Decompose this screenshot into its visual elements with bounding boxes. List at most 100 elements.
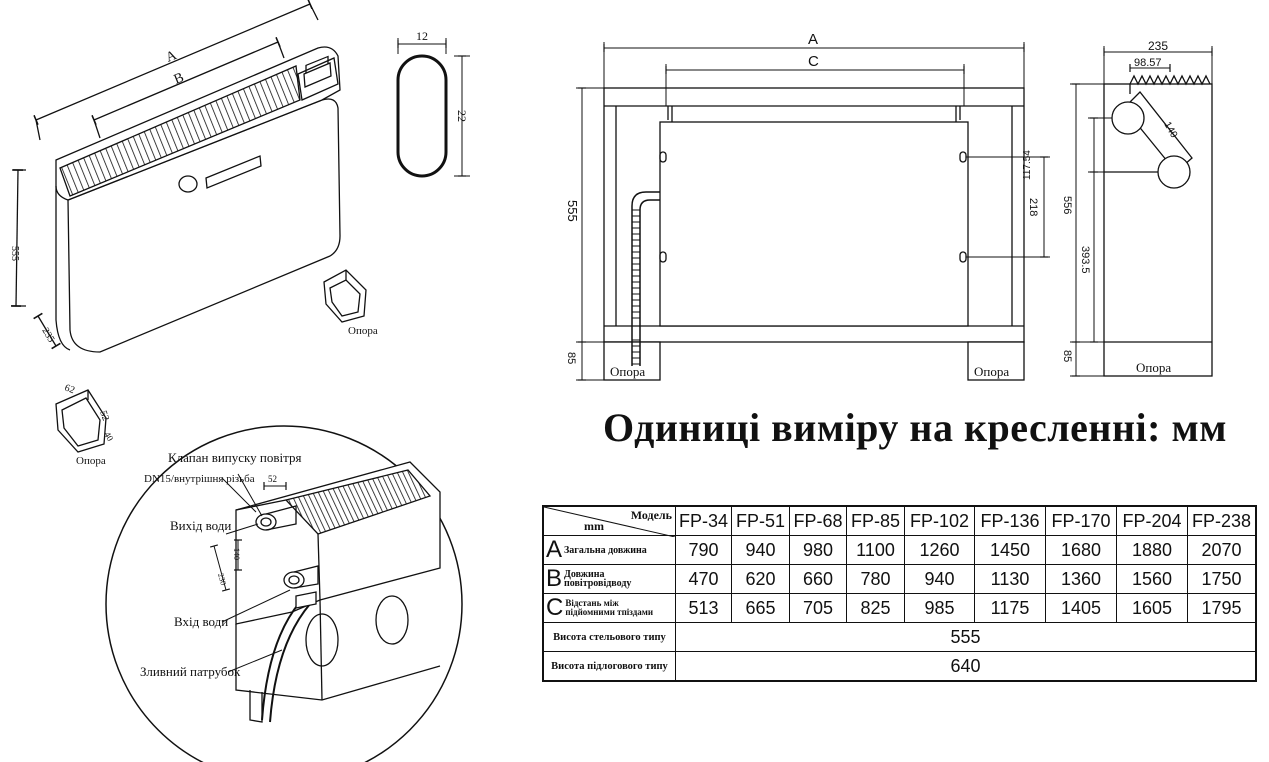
side-support-label: Опора <box>1136 360 1171 375</box>
model-col: FP-34 <box>675 505 732 536</box>
table-cell: 665 <box>731 593 790 623</box>
row-letter: B <box>546 565 563 592</box>
side-dim-lower: 393.5 <box>1079 246 1091 274</box>
table-cell: 1130 <box>974 564 1046 594</box>
front-dim-c: C <box>808 53 819 70</box>
front-dim-hole: 218 <box>1027 198 1039 216</box>
front-dim-foot: 85 <box>565 352 577 364</box>
grommet-width: 12 <box>416 29 428 43</box>
front-support-right: Опора <box>974 364 1009 379</box>
detail-thread: DN15/внутрішня різьба <box>144 473 255 485</box>
front-support-left: Опора <box>610 364 645 379</box>
support-dim-w: 62 <box>63 382 76 396</box>
table-cell: 985 <box>904 593 975 623</box>
support-dim-h: 52 <box>97 409 111 422</box>
table-cell: 1175 <box>974 593 1046 623</box>
model-col: FP-85 <box>846 505 905 536</box>
ceiling-height-label: Висота стельового типу <box>542 622 676 652</box>
table-cell: 1360 <box>1045 564 1117 594</box>
detail-air-valve: Клапан випуску повітря <box>168 450 301 465</box>
table-cell: 705 <box>789 593 847 623</box>
row-label: Довжина повітровідводу <box>564 569 632 589</box>
ceiling-height-value: 555 <box>675 622 1257 652</box>
model-col: FP-68 <box>789 505 847 536</box>
table-cell: 780 <box>846 564 905 594</box>
detail-drain: Зливний патрубок <box>140 664 241 679</box>
table-cell: 1880 <box>1116 535 1188 565</box>
table-cell: 1680 <box>1045 535 1117 565</box>
grommet-height: 22 <box>455 110 469 122</box>
iso-support-label: Опора <box>348 325 378 337</box>
front-view <box>576 42 1050 381</box>
table-row: Висота підлогового типу 640 <box>542 651 1257 682</box>
grommet-view <box>396 38 470 178</box>
table-cell: 620 <box>731 564 790 594</box>
table-cell: 1260 <box>904 535 975 565</box>
side-dim-height: 556 <box>1061 196 1073 214</box>
table-cell: 790 <box>675 535 732 565</box>
detail-water-in: Вхід води <box>174 614 228 629</box>
floor-height-label: Висота підлогового типу <box>542 651 676 682</box>
table-cell: 513 <box>675 593 732 623</box>
detail-dim-top: 52 <box>268 474 277 484</box>
floor-height-value: 640 <box>675 651 1257 682</box>
table-cell: 1795 <box>1187 593 1257 623</box>
table-cell: 1560 <box>1116 564 1188 594</box>
row-letter: C <box>546 594 564 621</box>
model-col: FP-51 <box>731 505 790 536</box>
iso-dim-b: B <box>172 70 186 87</box>
table-row: Висота стельового типу 555 <box>542 622 1257 652</box>
header-unit: mm <box>584 519 604 533</box>
side-dim-foot: 85 <box>1061 350 1073 362</box>
corner-diagonal <box>544 507 675 537</box>
table-header-row: Модель mm FP-34 FP-51 FP-68 FP-85 FP-102… <box>542 505 1257 537</box>
table-cell: 2070 <box>1187 535 1257 565</box>
model-col: FP-238 <box>1187 505 1257 536</box>
row-letter: A <box>546 536 563 563</box>
table-corner: Модель mm <box>542 505 676 537</box>
table-cell: 1450 <box>974 535 1046 565</box>
support-detail-label: Опора <box>76 455 106 467</box>
iso-dim-a: A <box>164 48 180 66</box>
model-col: FP-204 <box>1116 505 1188 536</box>
model-col: FP-102 <box>904 505 975 536</box>
table-cell: 1100 <box>846 535 905 565</box>
detail-dim-low: 230 <box>216 572 228 586</box>
table-cell: 660 <box>789 564 847 594</box>
table-cell: 825 <box>846 593 905 623</box>
table-cell: 940 <box>904 564 975 594</box>
side-dim-upper: 117.54 <box>1022 150 1033 180</box>
detail-dim-mid: 140 <box>232 548 241 560</box>
iso-dim-height: 555 <box>9 246 20 261</box>
detail-water-out: Вихід води <box>170 518 231 533</box>
model-col: FP-136 <box>974 505 1046 536</box>
model-col: FP-170 <box>1045 505 1117 536</box>
iso-support <box>323 269 367 323</box>
isometric-unit-view <box>10 0 341 353</box>
table-cell: 470 <box>675 564 732 594</box>
piping-detail-view <box>105 425 463 762</box>
spec-table: Модель mm FP-34 FP-51 FP-68 FP-85 FP-102… <box>542 505 1257 682</box>
row-label: Загальна довжина <box>564 544 647 556</box>
side-view <box>1070 46 1213 377</box>
table-cell: 1605 <box>1116 593 1188 623</box>
front-dim-height: 555 <box>565 200 580 222</box>
table-cell: 980 <box>789 535 847 565</box>
side-dim-width: 235 <box>1148 39 1168 53</box>
row-label: Відстань між підйомними тпіздами <box>565 598 654 617</box>
table-cell: 1405 <box>1045 593 1117 623</box>
front-dim-a: A <box>808 31 818 48</box>
header-model: Модель <box>630 508 672 522</box>
units-title: Одиниці виміру на кресленні: мм <box>603 405 1227 450</box>
table-cell: 940 <box>731 535 790 565</box>
side-dim-top: 98.57 <box>1134 57 1162 69</box>
support-detail-view <box>55 389 107 453</box>
table-cell: 1750 <box>1187 564 1257 594</box>
